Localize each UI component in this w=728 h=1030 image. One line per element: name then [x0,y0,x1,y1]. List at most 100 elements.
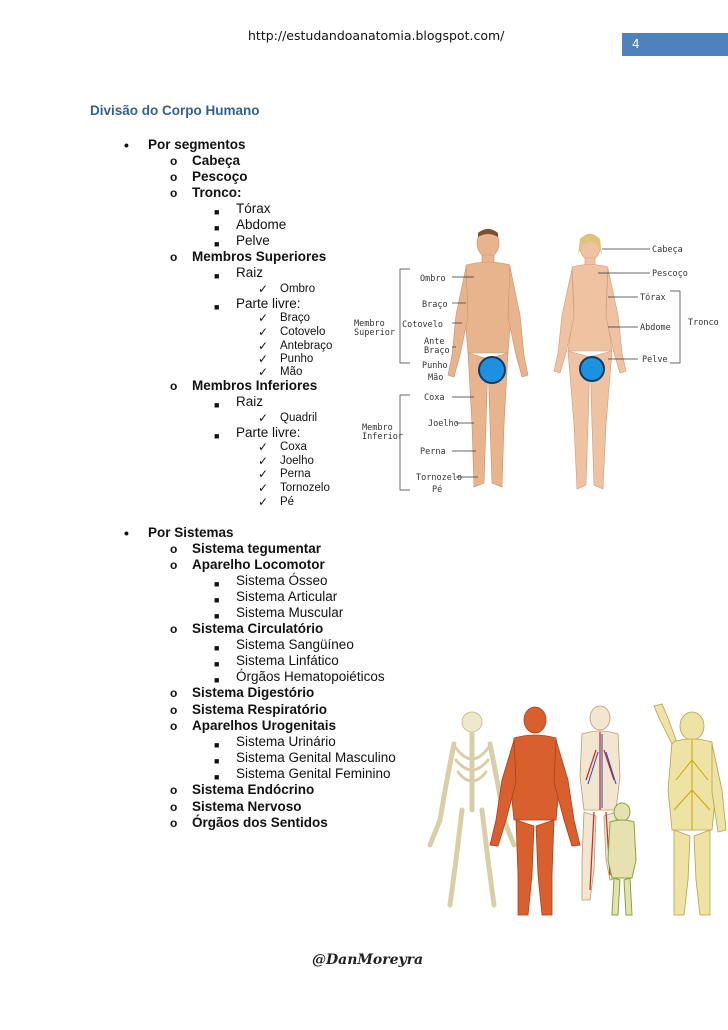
leader-lines [399,248,681,491]
label-braco: Braço [422,300,448,310]
square-bullet-icon: ■ [214,756,220,766]
label-pe: Pé [432,484,442,495]
label-tornozelo: Tornozelo [416,473,462,483]
skeleton-figure [427,711,517,908]
label-coxa: Coxa [424,393,444,403]
muscular-figure [489,706,581,916]
label-mao: Mão [428,373,443,383]
list-item: ■Sistema Genital Feminino [214,766,391,782]
checkmark-icon: ✓ [258,411,269,425]
label-pelve: Pelve [642,355,668,365]
list-item: ■Sistema Muscular [214,605,343,621]
nerves [673,740,711,830]
list-item: ■Sistema Articular [214,589,337,605]
checkmark-icon: ✓ [258,495,269,509]
checkmark-icon: ✓ [258,311,269,325]
list-item: ■Sistema Genital Masculino [214,750,396,766]
circle-bullet-icon: o [170,816,178,830]
list-item: ■Abdome [214,217,286,233]
circle-bullet-icon: o [170,686,178,700]
square-bullet-icon: ■ [214,431,220,441]
list-item: ✓Pé [258,495,295,509]
list-item: ✓Antebraço [258,339,333,353]
nervous-figure [653,703,727,916]
footer-signature: @DanMoreyra [312,952,424,968]
blood-vessels [585,732,615,891]
female-hair [578,234,602,255]
page-number-badge: 4 [622,33,728,56]
checkmark-icon: ✓ [258,282,269,296]
label-pescoco: Pescoço [652,269,688,279]
label-ante: Ante [424,337,444,347]
square-bullet-icon: ■ [214,659,220,669]
list-item: ✓Quadril [258,411,318,425]
checkmark-icon: ✓ [258,352,269,366]
label-ante-braco: Braço [424,346,450,356]
square-bullet-icon: ■ [214,400,220,410]
square-bullet-icon: ■ [214,740,220,750]
label-membro-superior-1: Membro [354,319,385,329]
square-bullet-icon: ■ [214,675,220,685]
list-item: ✓Ombro [258,282,316,296]
label-joelho: Joelho [428,419,459,429]
label-torax: Tórax [640,292,666,303]
circle-bullet-icon: o [170,542,178,556]
list-item: ■Parte livre: [214,296,301,312]
page-number: 4 [632,37,640,51]
circle-bullet-icon: o [170,170,178,184]
list-item: ■Parte livre: [214,425,301,441]
square-bullet-icon: ■ [214,302,220,312]
list-item: ■Raiz [214,394,263,410]
circle-bullet-icon: o [170,250,178,264]
checkmark-icon: ✓ [258,467,269,481]
list-item: ■Sistema Urinário [214,734,336,750]
checkmark-icon: ✓ [258,325,269,339]
circle-bullet-icon: o [170,558,178,572]
bullet-icon: • [124,525,129,541]
pelvis-marker-male [478,356,506,384]
square-bullet-icon: ■ [214,579,220,589]
square-bullet-icon: ■ [214,611,220,621]
list-item: ✓Tornozelo [258,481,330,495]
label-abdome: Abdome [640,323,671,333]
body-systems-illustration [427,703,727,916]
circle-bullet-icon: o [170,622,178,636]
label-ombro: Ombro [420,274,446,284]
square-bullet-icon: ■ [214,207,220,217]
lymphatic-figure [607,802,637,916]
list-item: ✓Punho [258,352,314,366]
list-item: ✓Coxa [258,440,307,454]
label-membro-superior-2: Superior [354,328,395,338]
list-item: ■Órgãos Hematopoiéticos [214,669,385,685]
list-item: ■Tórax [214,201,271,217]
label-perna: Perna [420,447,446,457]
circle-bullet-icon: o [170,186,178,200]
list-item: ■Sistema Sangüíneo [214,637,354,653]
list-item: ✓Mão [258,365,303,379]
label-membro-inferior-2: Inferior [362,432,403,442]
list-item: ✓Perna [258,467,311,481]
label-punho: Punho [422,361,448,371]
pelvis-marker-female [579,356,605,382]
list-item: ■Raiz [214,265,263,281]
checkmark-icon: ✓ [258,481,269,495]
male-figure [447,228,529,488]
checkmark-icon: ✓ [258,339,269,353]
square-bullet-icon: ■ [214,223,220,233]
label-membro-inferior-1: Membro [362,423,393,433]
bullet-icon: • [124,137,129,153]
circle-bullet-icon: o [170,719,178,733]
list-item: •Por segmentos [124,137,246,153]
